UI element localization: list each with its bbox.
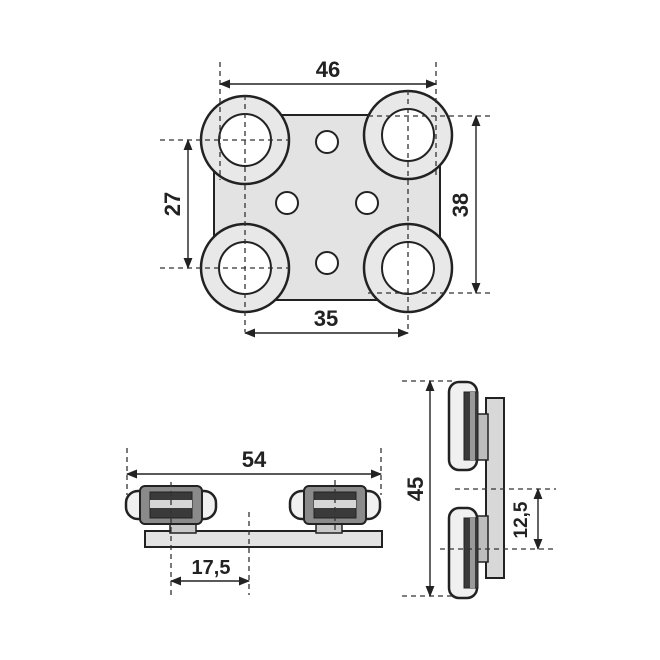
dim-label-17-5: 17,5 — [192, 557, 231, 579]
front-view-extension-lines — [126, 448, 382, 595]
plate-hole-left — [275, 191, 299, 215]
plate-hole-top — [315, 130, 339, 154]
dim-label-38: 38 — [448, 193, 473, 217]
side-view: 45 12,5 — [402, 379, 556, 600]
top-view: 46 27 38 35 — [160, 57, 490, 338]
front-left-wheel — [124, 485, 218, 534]
dim-label-46: 46 — [316, 57, 340, 82]
side-view-plate — [485, 397, 505, 579]
dim-label-12-5: 12,5 — [511, 501, 532, 538]
plate-hole-bottom — [315, 251, 339, 275]
dim-label-54: 54 — [242, 447, 267, 472]
front-view: 54 17,5 — [124, 447, 383, 595]
front-view-plate — [144, 530, 383, 548]
dim-label-35: 35 — [314, 306, 338, 331]
dim-label-45: 45 — [403, 477, 428, 501]
side-top-wheel — [447, 380, 489, 472]
dim-label-27: 27 — [160, 192, 185, 216]
plate-hole-right — [355, 191, 379, 215]
front-right-wheel — [288, 485, 382, 534]
wheel-bottom-right — [362, 222, 454, 314]
side-bottom-wheel — [447, 506, 489, 600]
plate-holes — [275, 130, 379, 275]
